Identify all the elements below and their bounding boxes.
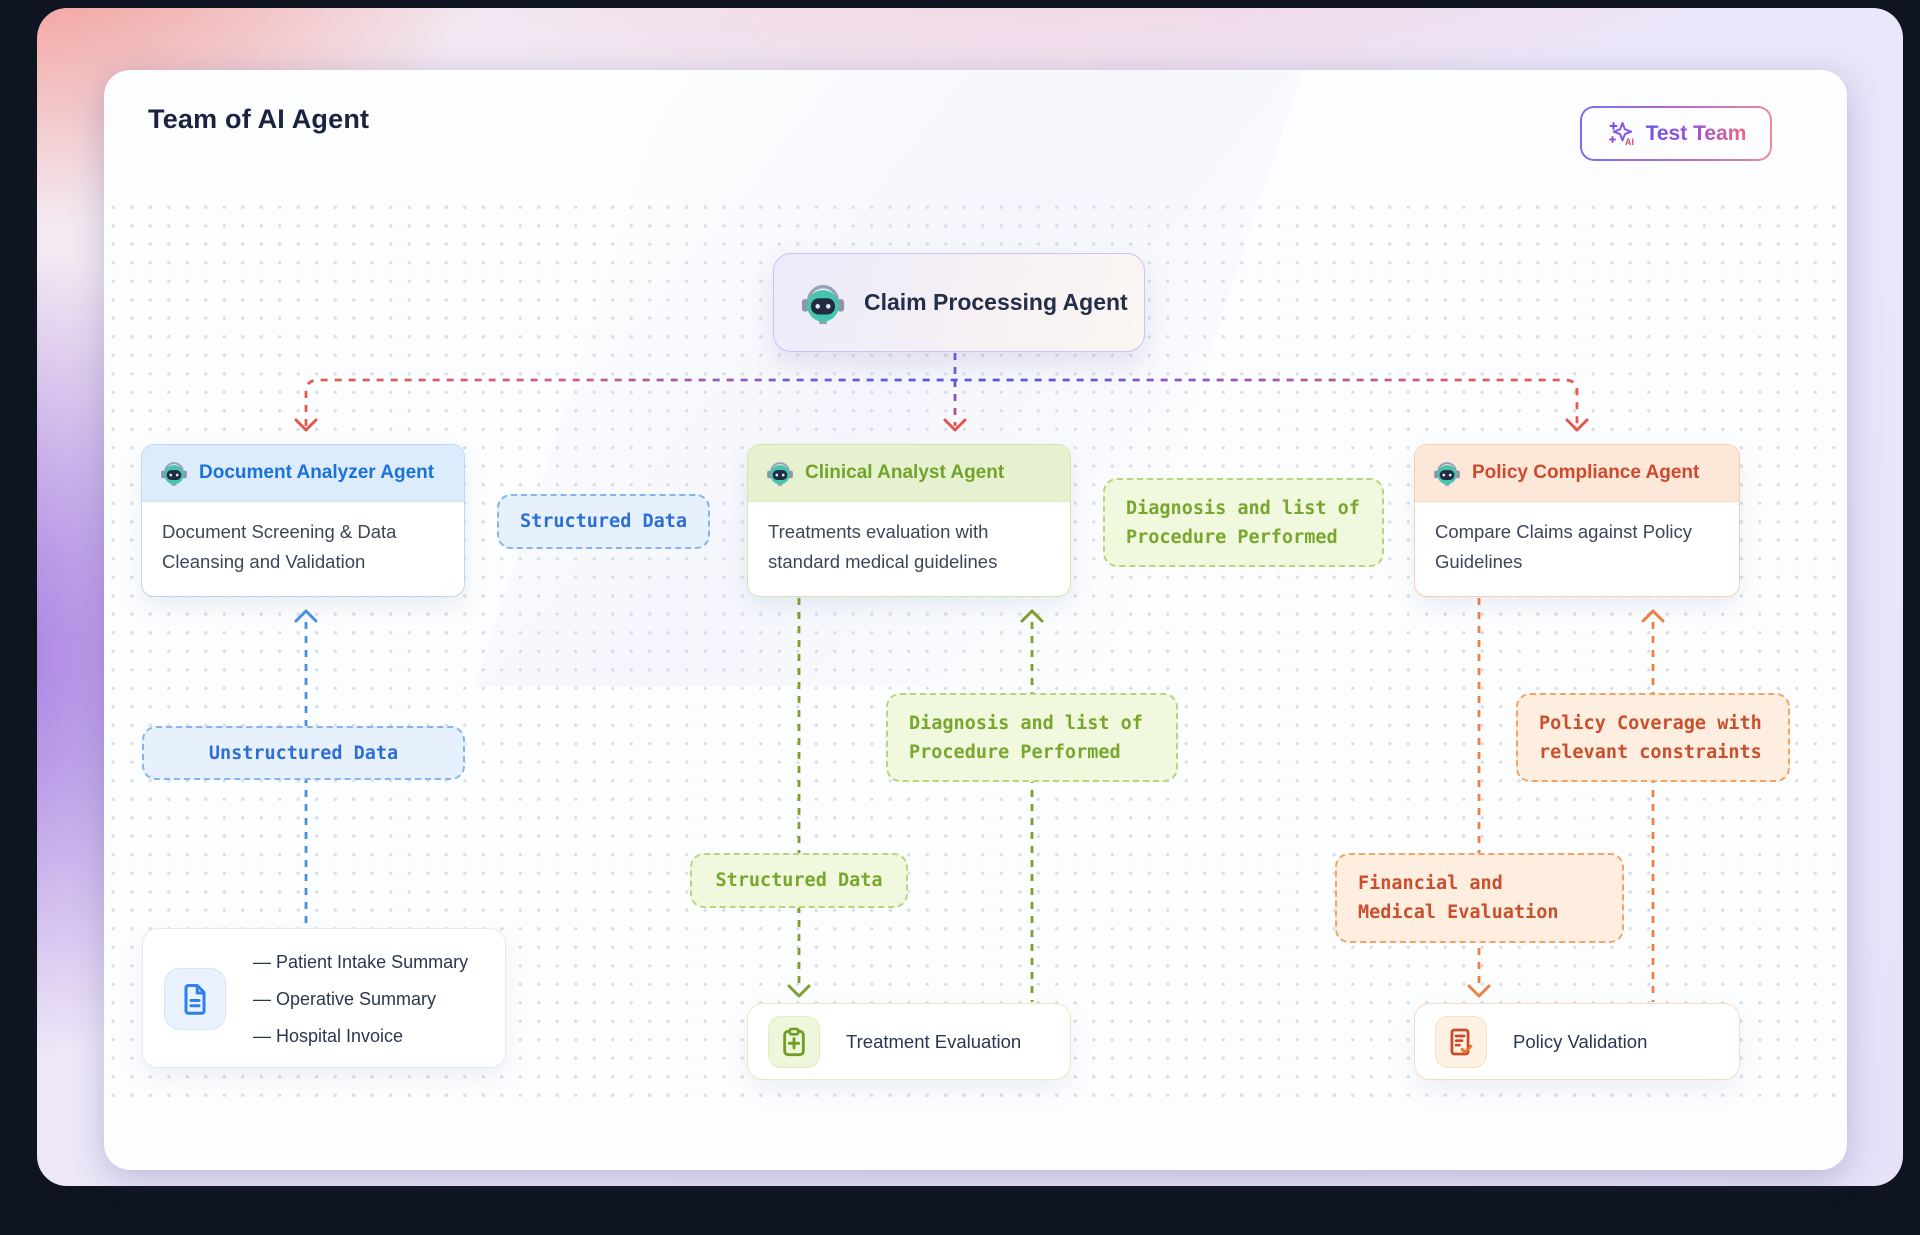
policy-compliance-agent-card[interactable]: Policy Compliance Agent Compare Claims a…: [1414, 444, 1740, 597]
agent-title: Clinical Analyst Agent: [805, 462, 1005, 483]
gradient-frame: Team of AI Agent Test Team Claim Process…: [37, 8, 1903, 1186]
agent-title: Policy Compliance Agent: [1472, 462, 1700, 483]
output-label: Policy Validation: [1513, 1030, 1648, 1052]
claim-agent-title: Claim Processing Agent: [864, 289, 1128, 315]
pill-label: Structured Data: [519, 511, 688, 532]
document-list-item: — Operative Summary: [253, 989, 437, 1009]
document-check-icon: [1445, 1026, 1477, 1058]
arrowhead-up-document-analyzer: [294, 609, 318, 623]
pill-line: Policy Coverage with: [1539, 712, 1762, 734]
arrowhead-up-policy: [1641, 609, 1665, 623]
agent-description: Document Screening & Data Cleansing and …: [162, 521, 397, 572]
arrowhead-down-document-analyzer: [294, 418, 318, 432]
robot-icon: [1433, 459, 1461, 487]
source-documents-node[interactable]: — Patient Intake Summary — Operative Sum…: [142, 928, 506, 1068]
document-list-item: — Patient Intake Summary: [253, 952, 469, 972]
document-analyzer-agent-card[interactable]: Document Analyzer Agent Document Screeni…: [141, 444, 465, 597]
document-analyzer-header: Document Analyzer Agent: [142, 445, 464, 502]
diagram-canvas: Team of AI Agent Test Team Claim Process…: [104, 70, 1847, 1170]
robot-icon: [800, 280, 846, 326]
arrowhead-down-validation: [1467, 984, 1491, 998]
pill-line: relevant constraints: [1539, 741, 1762, 763]
doc-check-icon-tile: [1435, 1015, 1487, 1068]
output-label: Treatment Evaluation: [846, 1030, 1022, 1052]
arrowhead-down-treatment: [787, 984, 811, 998]
pill-line: Procedure Performed: [909, 741, 1121, 763]
clinical-analyst-agent-card[interactable]: Clinical Analyst Agent Treatments evalua…: [747, 444, 1071, 597]
arrowhead-down-clinical-analyst: [943, 418, 967, 432]
arrowhead-up-clinical: [1020, 609, 1044, 623]
document-list: — Patient Intake Summary — Operative Sum…: [253, 944, 468, 1055]
pill-label: Unstructured Data: [208, 742, 399, 764]
clipboard-icon-tile: [768, 1015, 820, 1068]
pill-label: Structured Data: [715, 870, 883, 891]
agent-description: Treatments evaluation with standard medi…: [768, 521, 998, 572]
clinical-analyst-header: Clinical Analyst Agent: [748, 445, 1070, 502]
agent-description: Compare Claims against Policy Guidelines: [1435, 521, 1693, 572]
document-icon: [177, 981, 213, 1017]
ai-sparkle-icon: [1606, 119, 1636, 149]
connector-claim-to-agents: [304, 378, 1579, 426]
pill-line: Diagnosis and list of: [1126, 497, 1360, 519]
arrowhead-down-policy-compliance: [1565, 418, 1589, 432]
test-team-button[interactable]: Test Team: [1580, 106, 1772, 161]
pill-line: Medical Evaluation: [1358, 902, 1559, 923]
diagnosis-procedure-pill-mid[interactable]: Diagnosis and list of Procedure Performe…: [886, 693, 1178, 782]
pill-line: Procedure Performed: [1126, 526, 1338, 548]
clipboard-plus-icon: [778, 1026, 810, 1058]
connector-layer: [294, 353, 1665, 1002]
document-icon-tile: [164, 968, 226, 1030]
pill-line: Diagnosis and list of: [909, 712, 1143, 734]
robot-icon: [160, 459, 188, 487]
treatment-evaluation-node[interactable]: Treatment Evaluation: [747, 1003, 1071, 1080]
page-title: Team of AI Agent: [148, 104, 370, 134]
policy-validation-node[interactable]: Policy Validation: [1414, 1003, 1740, 1080]
policy-compliance-header: Policy Compliance Agent: [1415, 445, 1739, 502]
diagnosis-procedure-pill-right[interactable]: Diagnosis and list of Procedure Performe…: [1103, 478, 1384, 567]
structured-data-pill-green[interactable]: Structured Data: [690, 853, 908, 908]
pill-line: Financial and: [1358, 873, 1503, 894]
structured-data-pill-blue[interactable]: Structured Data: [497, 494, 710, 549]
unstructured-data-pill[interactable]: Unstructured Data: [142, 726, 465, 780]
agent-title: Document Analyzer Agent: [199, 462, 435, 483]
document-list-item: — Hospital Invoice: [253, 1026, 404, 1046]
test-team-label: Test Team: [1645, 121, 1747, 145]
policy-coverage-pill[interactable]: Policy Coverage with relevant constraint…: [1516, 693, 1790, 782]
robot-icon: [766, 459, 794, 487]
financial-medical-pill[interactable]: Financial and Medical Evaluation: [1335, 853, 1624, 943]
claim-processing-agent-node[interactable]: Claim Processing Agent: [773, 253, 1145, 352]
